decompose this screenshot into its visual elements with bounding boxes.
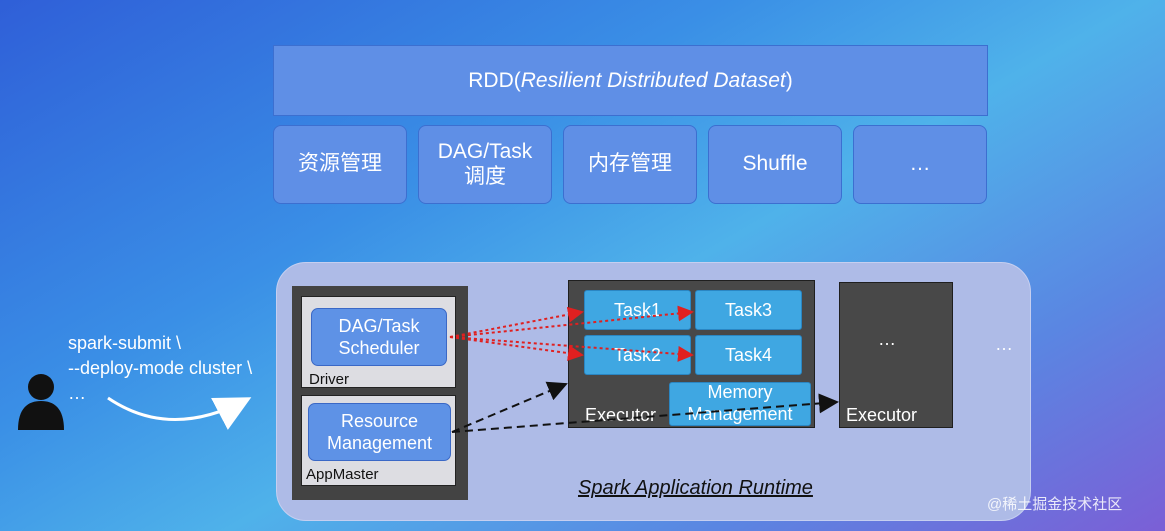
rdd-suffix: ) (785, 68, 793, 92)
module-shuffle: Shuffle (708, 125, 842, 204)
rdd-layer: RDD(Resilient Distributed Dataset) (273, 45, 988, 116)
executor-label: Executor (846, 405, 918, 425)
submit-line: … (68, 383, 86, 403)
dag-task-scheduler: DAG/Task Scheduler (311, 308, 447, 366)
appmaster-label: AppMaster (306, 466, 379, 483)
more-executors-ellipsis: … (995, 334, 1013, 354)
task-label: Task3 (724, 299, 773, 320)
resource-arrow-executor2 (451, 393, 839, 433)
module-more: … (853, 125, 987, 204)
module-label: 内存管理 (588, 152, 672, 176)
resource-management: Resource Management (308, 403, 451, 461)
task-label: Task4 (724, 344, 773, 365)
submit-command: spark-submit \ --deploy-mode cluster \ … (68, 331, 252, 406)
scheduler-label: DAG/Task Scheduler (338, 315, 420, 359)
module-dag-task-scheduling: DAG/Task 调度 (418, 125, 552, 204)
driver-label: Driver (309, 371, 349, 388)
rdd-prefix: RDD( (468, 68, 521, 92)
module-label: … (909, 152, 931, 176)
watermark: @稀土掘金技术社区 (987, 496, 1123, 513)
submit-arrow (107, 396, 252, 430)
module-resource-management: 资源管理 (273, 125, 407, 204)
user-icon (18, 374, 64, 430)
task-label: Task1 (613, 299, 662, 320)
task-4: Task4 (695, 335, 802, 375)
runtime-caption: Spark Application Runtime (578, 477, 813, 499)
memory-label: Memory Management (687, 382, 793, 424)
schedule-arrow-task3 (449, 305, 694, 338)
rdd-italic: Resilient Distributed Dataset (520, 68, 786, 92)
memory-management: Memory Management (669, 382, 811, 426)
schedule-arrow-task2 (449, 336, 584, 362)
module-label: DAG/Task 调度 (437, 140, 533, 188)
schedule-arrow-task4 (449, 336, 694, 362)
executor-ellipsis: … (878, 329, 896, 349)
submit-line: --deploy-mode cluster \ (68, 358, 253, 378)
task-3: Task3 (695, 290, 802, 330)
executor-2: … Executor (839, 282, 953, 428)
resource-label: Resource Management (326, 410, 433, 454)
module-label: 资源管理 (298, 152, 382, 176)
executor-label: Executor (585, 405, 657, 425)
module-label: Shuffle (742, 152, 808, 176)
resource-arrow-executor1 (451, 381, 568, 433)
task-1: Task1 (584, 290, 691, 330)
task-2: Task2 (584, 335, 691, 375)
submit-line: spark-submit \ (68, 333, 182, 353)
module-memory-management: 内存管理 (563, 125, 697, 204)
schedule-arrow-task1 (449, 306, 584, 338)
